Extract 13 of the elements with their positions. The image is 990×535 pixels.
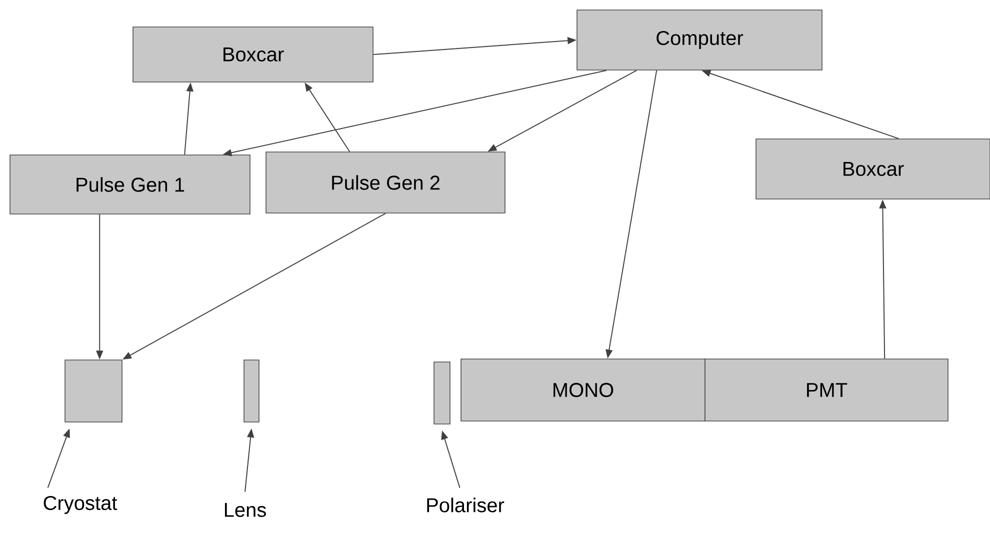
instrument-box: Boxcar bbox=[756, 138, 990, 200]
optical-element bbox=[244, 360, 260, 422]
component-label: Lens bbox=[224, 503, 266, 517]
instrument-box: Pulse Gen 1 bbox=[10, 154, 250, 214]
component-label: Cryostat bbox=[44, 496, 118, 514]
instrument-box: MONO bbox=[460, 358, 706, 422]
instrument-box: Computer bbox=[576, 10, 822, 70]
component-label: Polariser bbox=[427, 498, 504, 512]
optical-element bbox=[434, 362, 450, 424]
instrument-box: Pulse Gen 2 bbox=[266, 152, 506, 214]
instrument-box: PMT bbox=[704, 358, 948, 422]
instrument-box: Boxcar bbox=[132, 26, 374, 82]
optical-element bbox=[64, 360, 122, 422]
